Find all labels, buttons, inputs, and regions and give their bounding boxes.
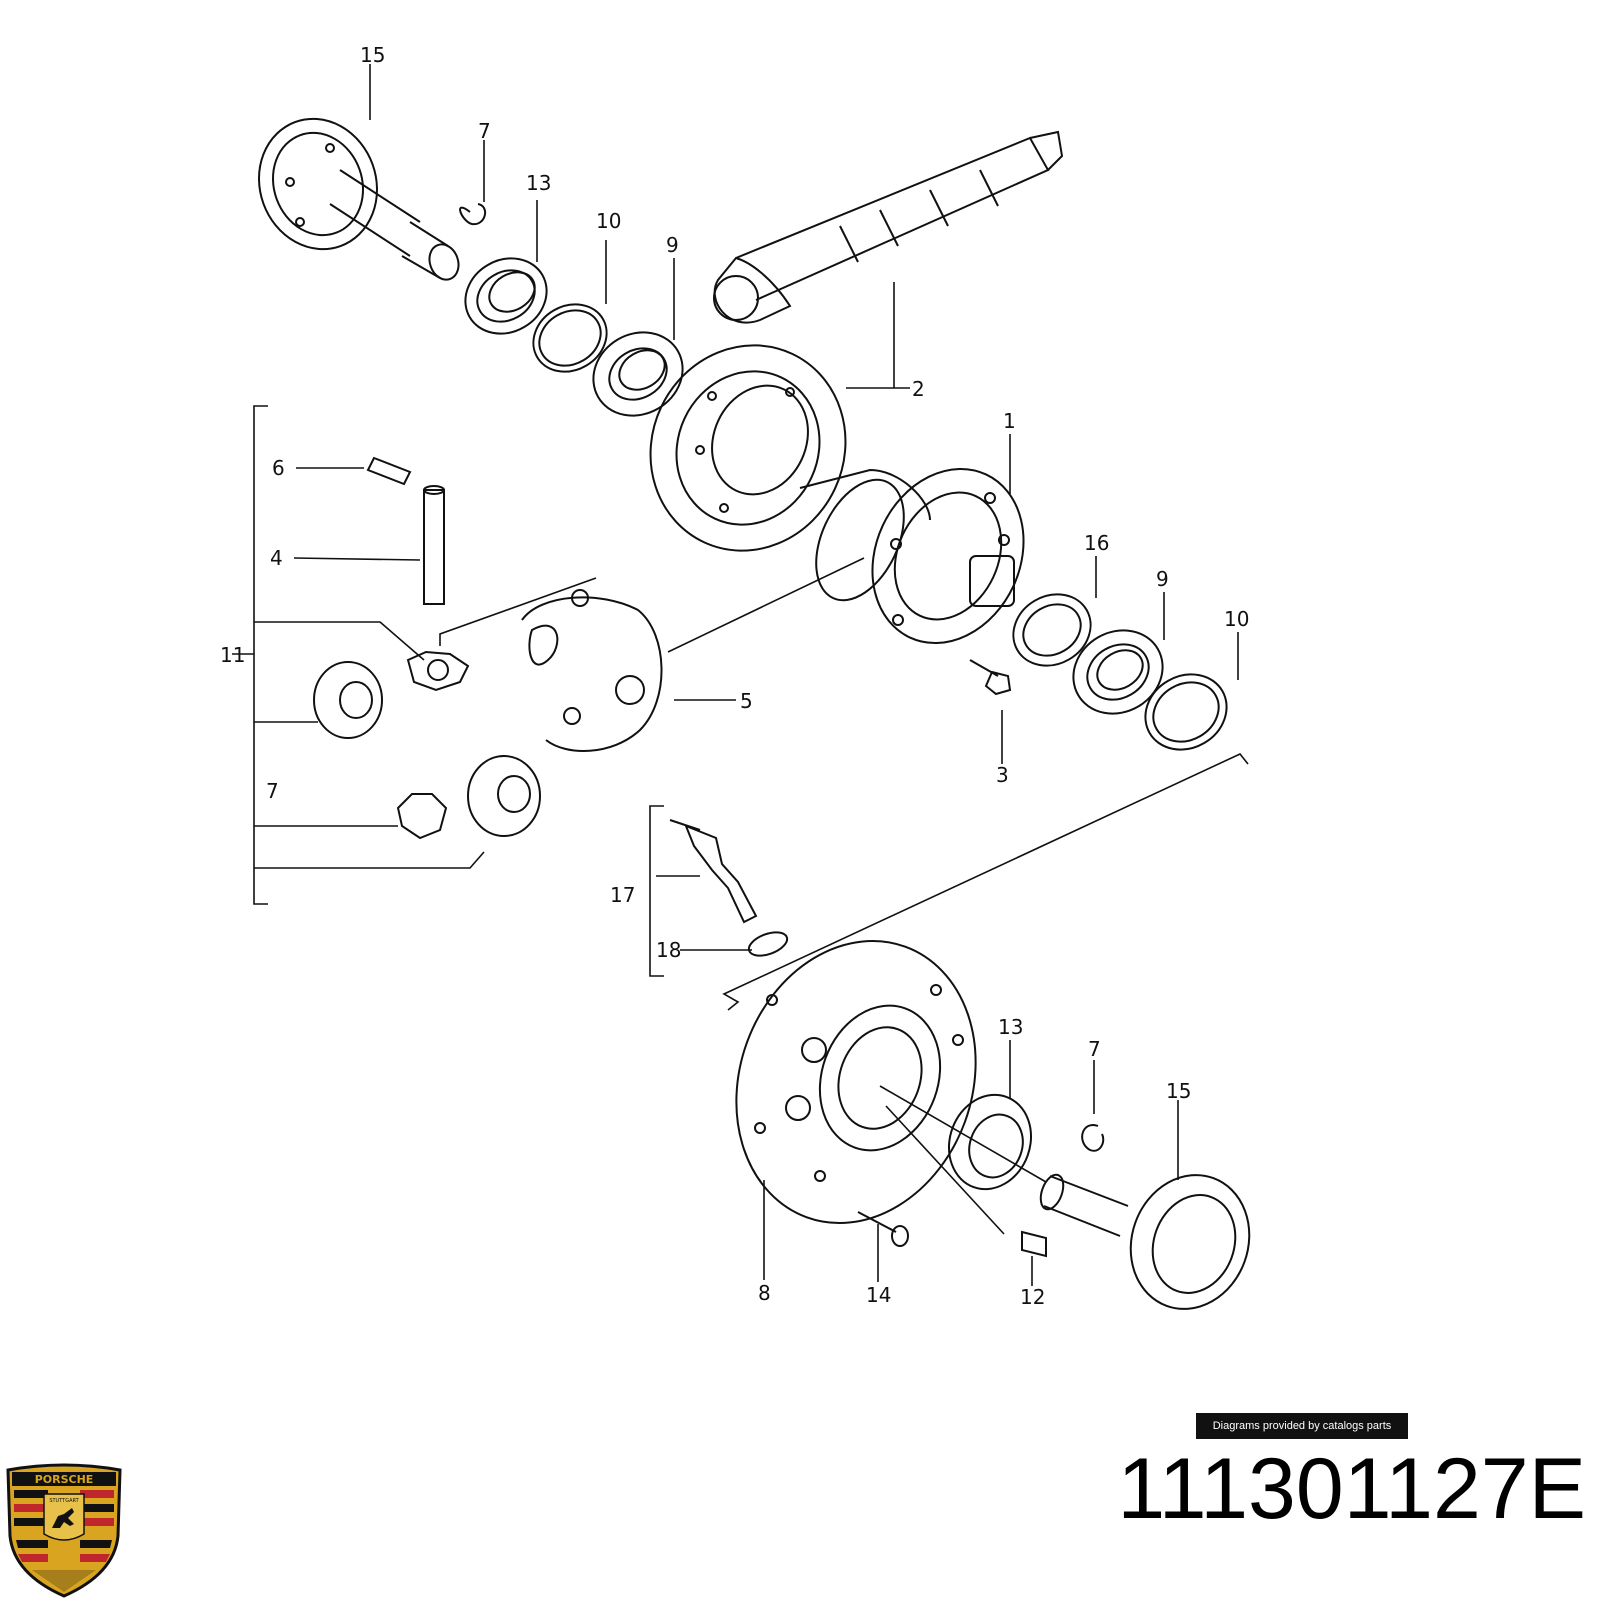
flange-shaft-15-upper [258, 117, 460, 281]
bolt-3 [969, 659, 1012, 696]
circlip-7-upper [459, 203, 487, 226]
bearing-9-middle [1072, 629, 1164, 715]
bearing-9-upper [592, 331, 684, 417]
pinion-gear-lower [396, 793, 448, 840]
shim-10-upper [532, 303, 608, 373]
side-gear-upper [406, 650, 470, 692]
speed-sensor-17 [669, 819, 758, 924]
flange-shaft-15-lower [1039, 1173, 1251, 1310]
circlip-7-lower [1081, 1123, 1105, 1152]
callout-14: 14 [866, 1283, 891, 1307]
side-gear-lower [467, 755, 541, 837]
callout-17: 17 [610, 883, 635, 907]
part-number: 111301127E [1117, 1441, 1586, 1537]
callout-8: 8 [758, 1281, 771, 1305]
callout-5: 5 [740, 689, 753, 713]
differential-cage-5 [521, 589, 663, 752]
callout-7-mid: 7 [266, 779, 279, 803]
callout-4: 4 [270, 546, 283, 570]
callout-10-middle: 10 [1224, 607, 1249, 631]
callout-7-lower: 7 [1088, 1037, 1101, 1061]
callout-11: 11 [220, 643, 245, 667]
side-gear-left [313, 661, 383, 739]
diagram-credit-badge: Diagrams provided by catalogs parts [1196, 1413, 1408, 1439]
svg-text:STUTTGART: STUTTGART [49, 1498, 79, 1504]
differential-housing-1 [799, 467, 1025, 645]
callout-15-lower: 15 [1166, 1079, 1191, 1103]
callout-3: 3 [996, 763, 1009, 787]
callout-1: 1 [1003, 409, 1016, 433]
callout-13-lower: 13 [998, 1015, 1023, 1039]
seal-13-lower [947, 1093, 1033, 1191]
callout-7-upper: 7 [478, 119, 491, 143]
pinion-shaft [713, 130, 1064, 324]
callout-6: 6 [272, 456, 285, 480]
svg-text:PORSCHE: PORSCHE [35, 1473, 94, 1486]
callout-16: 16 [1084, 531, 1109, 555]
ring-gear-2 [649, 344, 847, 552]
cover-8 [735, 939, 977, 1225]
callout-13-upper: 13 [526, 171, 551, 195]
callout-2: 2 [912, 377, 925, 401]
callout-10-upper: 10 [596, 209, 621, 233]
callout-9-upper: 9 [666, 233, 679, 257]
o-ring-18 [747, 931, 789, 957]
callout-9-middle: 9 [1156, 567, 1169, 591]
callout-18: 18 [656, 938, 681, 962]
pin-6 [366, 456, 412, 486]
bearing-ring-16 [1012, 593, 1092, 667]
callout-labels: 15 7 13 10 9 2 1 6 4 11 5 16 9 10 3 7 17… [220, 43, 1249, 1309]
callout-15-upper: 15 [360, 43, 385, 67]
leader-lines [232, 64, 1249, 1286]
porsche-crest-logo: PORSCHE STUTTGART [2, 1462, 126, 1600]
bolt-14 [857, 1211, 909, 1247]
shaft-4 [423, 485, 445, 605]
callout-12: 12 [1020, 1285, 1045, 1309]
shim-10-middle [1144, 673, 1228, 751]
seal-13-upper [464, 257, 548, 335]
plug-12 [1021, 1230, 1047, 1258]
